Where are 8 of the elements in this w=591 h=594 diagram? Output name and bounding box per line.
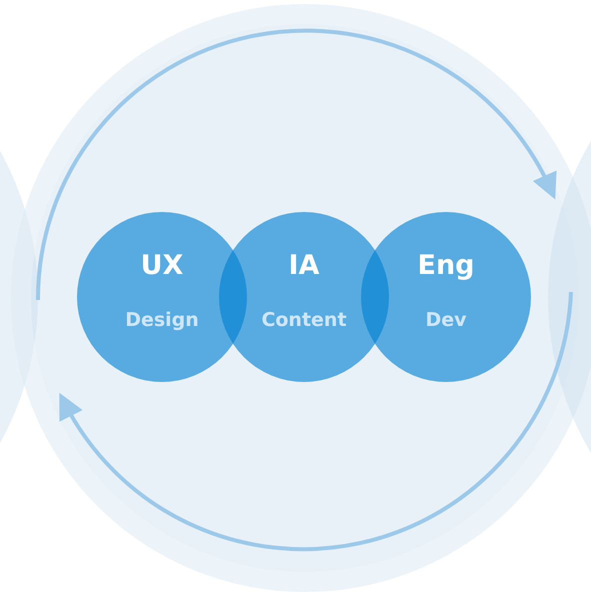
circle-subtitle: Content — [261, 308, 347, 330]
cycle-arrow — [36, 28, 556, 300]
circle-title: IA — [288, 250, 320, 280]
circle-title: UX — [140, 250, 184, 280]
circle-subtitle: Dev — [425, 308, 467, 330]
cycle-arrow — [58, 292, 573, 551]
circle-subtitle: Design — [125, 308, 199, 330]
circle-title: Eng — [418, 250, 474, 280]
